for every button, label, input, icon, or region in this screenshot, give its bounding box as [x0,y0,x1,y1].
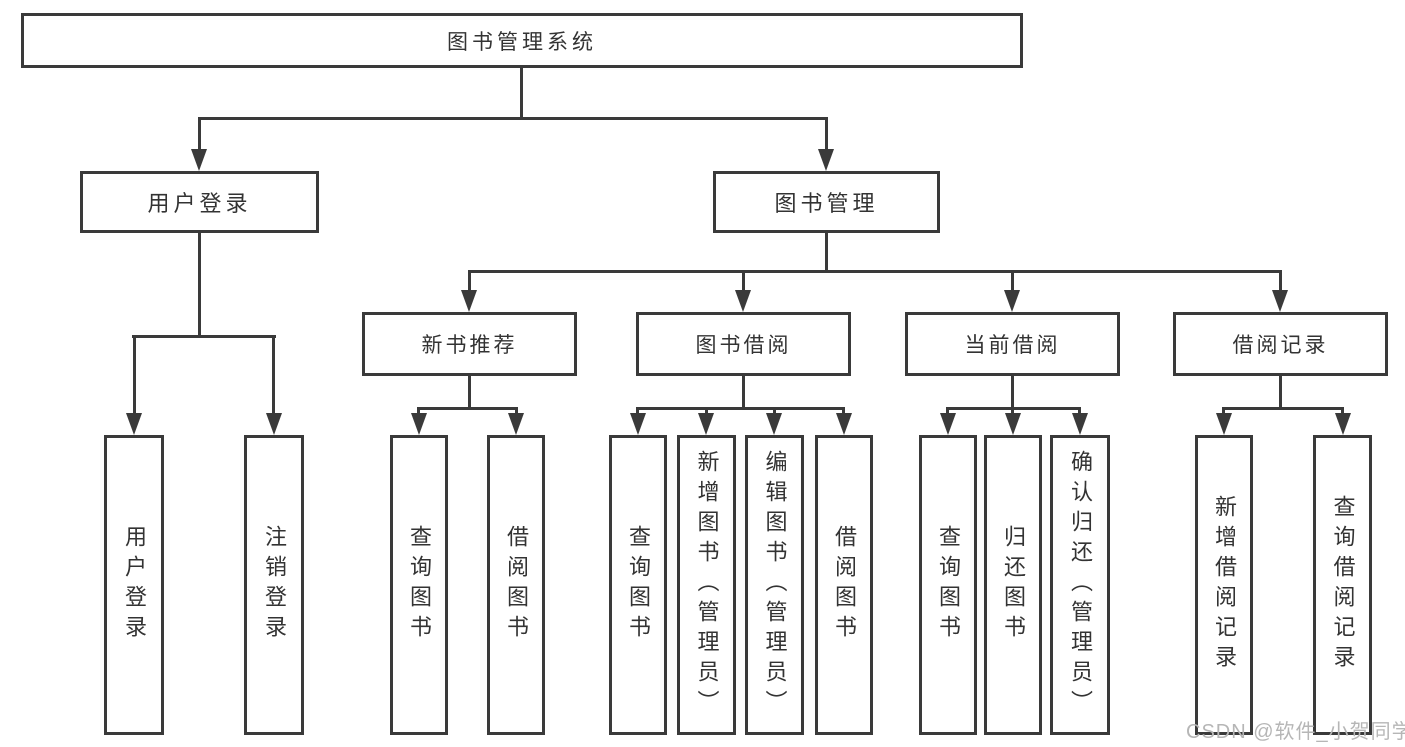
arrow-to-leaf-user-login [126,413,142,435]
leaf-query-book-1-label: 查询图书 [407,525,432,645]
connector-borrow-drop-2 [705,407,708,416]
node-book-mgmt: 图书管理 [713,171,940,233]
connector-mgmt-stub [825,233,828,273]
node-current-borrow-label: 当前借阅 [964,334,1061,357]
leaf-user-login-label: 用户登录 [122,525,147,645]
connector-root-drop-right [825,117,828,152]
connector-mgmt-drop-3 [1011,270,1014,293]
connector-login-drop-1 [133,335,136,417]
arrow-to-leaf-add-book [698,413,714,435]
arrow-to-leaf-add-record [1216,413,1232,435]
arrow-to-leaf-return-book [1005,413,1021,435]
arrow-to-borrow-records [1272,290,1288,312]
arrow-to-new-book-rec [461,290,477,312]
leaf-borrow-book-1-label: 借阅图书 [504,525,529,645]
arrow-to-leaf-query-book-1 [411,413,427,435]
node-root-label: 图书管理系统 [447,30,597,54]
csdn-watermark: CSDN @软件_小贺同学 [1186,721,1405,743]
node-borrow-records-label: 借阅记录 [1232,334,1329,357]
connector-login-drop-2 [272,335,275,417]
connector-borrow-drop-4 [842,407,845,416]
leaf-confirm-return-label: 确认归还（管理员） [1068,450,1093,720]
arrow-to-leaf-edit-book [766,413,782,435]
connector-rec-drop-1 [417,407,420,416]
arrow-to-leaf-borrow-book-1 [508,413,524,435]
connector-login-stub [198,233,201,338]
leaf-borrow-book-2: 借阅图书 [815,435,873,735]
connector-current-drop-2 [1011,407,1014,416]
connector-current-drop-1 [946,407,949,416]
node-current-borrow: 当前借阅 [905,312,1120,376]
leaf-confirm-return: 确认归还（管理员） [1050,435,1110,735]
connector-borrow-drop-3 [773,407,776,416]
arrow-to-leaf-confirm-return [1072,413,1088,435]
leaf-add-record-label: 新增借阅记录 [1212,495,1237,675]
connector-current-stub [1011,376,1014,410]
connector-borrow-bar [636,407,845,410]
node-book-borrow: 图书借阅 [636,312,851,376]
connector-borrow-stub [742,376,745,410]
leaf-edit-book: 编辑图书（管理员） [745,435,804,735]
arrow-to-leaf-query-record [1335,413,1351,435]
arrow-to-book-mgmt [818,149,834,171]
leaf-add-book: 新增图书（管理员） [677,435,736,735]
connector-root-bar [198,117,828,120]
leaf-query-record: 查询借阅记录 [1313,435,1372,735]
leaf-return-book: 归还图书 [984,435,1042,735]
leaf-query-book-2-label: 查询图书 [626,525,651,645]
arrow-to-current-borrow [1004,290,1020,312]
connector-mgmt-drop-2 [742,270,745,293]
arrow-to-user-login [191,149,207,171]
connector-mgmt-drop-4 [1279,270,1282,293]
connector-login-bar [132,335,276,338]
leaf-logout-label: 注销登录 [262,525,287,645]
arrow-to-leaf-query-book-3 [940,413,956,435]
node-borrow-records: 借阅记录 [1173,312,1388,376]
leaf-query-book-3: 查询图书 [919,435,977,735]
leaf-borrow-book-2-label: 借阅图书 [832,525,857,645]
leaf-logout: 注销登录 [244,435,304,735]
node-user-login-label: 用户登录 [147,191,252,216]
connector-records-drop-1 [1222,407,1225,416]
connector-current-drop-3 [1078,407,1081,416]
node-root: 图书管理系统 [21,13,1023,68]
connector-mgmt-drop-1 [468,270,471,293]
leaf-query-record-label: 查询借阅记录 [1330,495,1356,675]
connector-mgmt-bar [468,270,1282,273]
arrow-to-leaf-query-book-2 [630,413,646,435]
leaf-add-record: 新增借阅记录 [1195,435,1253,735]
connector-records-stub [1279,376,1282,410]
connector-borrow-drop-1 [636,407,639,416]
leaf-borrow-book-1: 借阅图书 [487,435,545,735]
leaf-query-book-3-label: 查询图书 [936,525,961,645]
leaf-return-book-label: 归还图书 [1001,525,1026,645]
arrow-to-book-borrow [735,290,751,312]
leaf-add-book-label: 新增图书（管理员） [694,450,720,720]
node-book-mgmt-label: 图书管理 [774,191,879,216]
node-new-book-rec-label: 新书推荐 [421,334,518,357]
connector-root-stub [520,68,523,120]
arrow-to-leaf-logout [266,413,282,435]
node-new-book-rec: 新书推荐 [362,312,577,376]
connector-records-drop-2 [1341,407,1344,416]
node-book-borrow-label: 图书借阅 [695,334,792,357]
connector-rec-drop-2 [515,407,518,416]
arrow-to-leaf-borrow-book-2 [836,413,852,435]
connector-rec-bar [417,407,518,410]
leaf-query-book-1: 查询图书 [390,435,448,735]
node-user-login: 用户登录 [80,171,319,233]
leaf-user-login: 用户登录 [104,435,164,735]
leaf-query-book-2: 查询图书 [609,435,667,735]
connector-rec-stub [468,376,471,410]
leaf-edit-book-label: 编辑图书（管理员） [762,450,788,720]
connector-records-bar [1222,407,1344,410]
connector-root-drop-left [198,117,201,152]
